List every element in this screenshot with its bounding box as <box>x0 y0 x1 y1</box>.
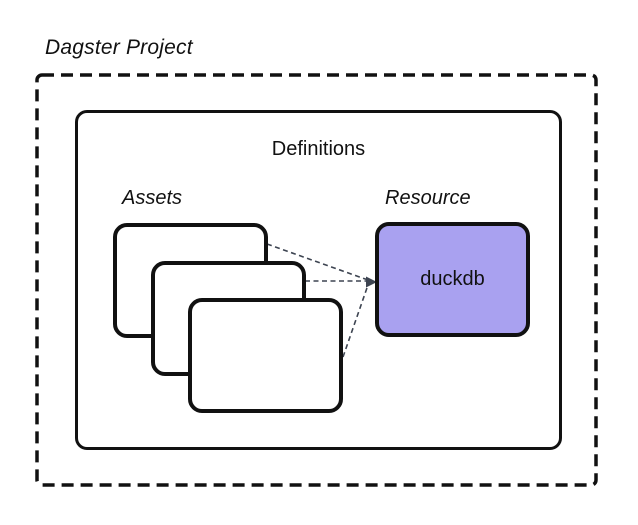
resource-label: Resource <box>385 187 471 209</box>
connector-asset1-to-resource <box>266 243 369 281</box>
resource-box-label: duckdb <box>420 268 485 290</box>
connector-asset3-to-resource <box>342 284 369 358</box>
arrowhead-icon <box>366 276 377 288</box>
assets-label: Assets <box>122 187 183 209</box>
asset-to-resource-connectors <box>266 243 377 358</box>
project-dashed-border <box>35 73 598 487</box>
project-title: Dagster Project <box>45 36 193 59</box>
definitions-label: Definitions <box>271 138 366 160</box>
resource-duckdb-box: duckdb <box>375 222 530 337</box>
definitions-box <box>75 110 562 450</box>
asset-card-3 <box>188 298 343 413</box>
